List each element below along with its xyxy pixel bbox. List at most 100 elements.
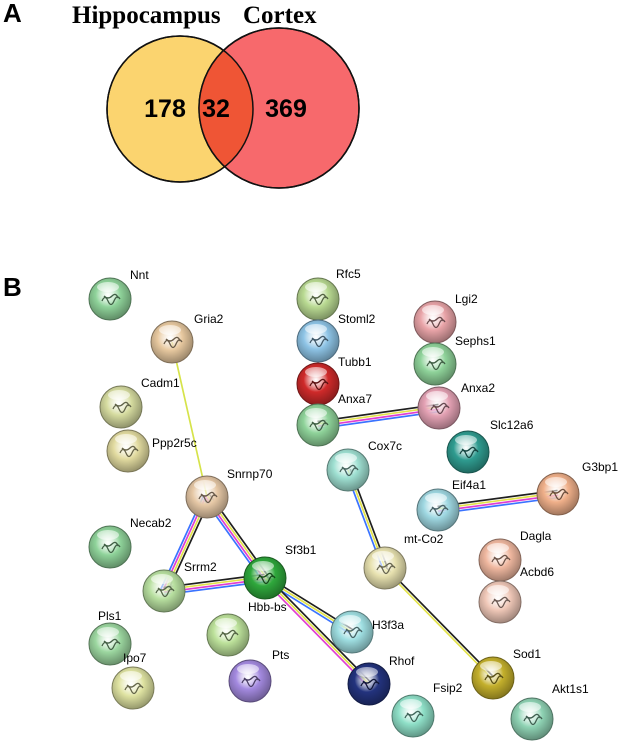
protein-structure-icon: [219, 629, 239, 642]
node-highlight: [335, 453, 357, 463]
node-label: Akt1s1: [552, 682, 589, 696]
protein-structure-icon: [426, 316, 446, 329]
node-label: Pls1: [98, 609, 122, 623]
protein-structure-icon: [429, 504, 449, 517]
node-label: Dagla: [520, 529, 552, 543]
protein-structure-icon: [426, 358, 446, 371]
protein-structure-icon: [155, 585, 175, 598]
node-eif4a1[interactable]: Eif4a1: [416, 478, 486, 532]
node-pls1[interactable]: Pls1: [88, 609, 132, 666]
node-srrm2[interactable]: Srrm2: [142, 560, 217, 613]
panel-b-label: B: [3, 272, 22, 302]
protein-structure-icon: [549, 488, 569, 501]
node-g3bp1[interactable]: G3bp1: [536, 460, 618, 516]
node-highlight: [215, 618, 237, 628]
node-sephs1[interactable]: Sephs1: [413, 334, 496, 386]
protein-structure-icon: [404, 710, 424, 723]
node-gria2[interactable]: Gria2: [150, 312, 224, 364]
venn-set-label-hippocampus: Hippocampus: [72, 2, 221, 29]
node-lgi2[interactable]: Lgi2: [413, 292, 478, 344]
protein-structure-icon: [339, 464, 359, 477]
venn-circle-hippocampus-outline: [106, 35, 254, 183]
node-highlight: [305, 324, 327, 334]
protein-structure-icon: [256, 572, 276, 585]
node-anxa2[interactable]: Anxa2: [417, 381, 495, 430]
node-highlight: [425, 493, 447, 503]
protein-structure-icon: [101, 541, 121, 554]
node-sf3b1[interactable]: Sf3b1: [243, 543, 317, 600]
node-label: H3f3a: [372, 618, 404, 632]
protein-structure-icon: [101, 638, 121, 651]
edge-strand: [383, 568, 493, 680]
node-acbd6[interactable]: Acbd6: [478, 565, 554, 624]
node-cadm1[interactable]: Cadm1: [99, 376, 180, 429]
venn-diagram: 178 32 369: [106, 27, 360, 189]
node-label: Pts: [272, 648, 289, 662]
protein-structure-icon: [484, 672, 504, 685]
node-label: mt-Co2: [404, 532, 444, 546]
node-highlight: [108, 390, 130, 400]
protein-structure-icon: [124, 682, 144, 695]
node-sod1[interactable]: Sod1: [471, 647, 541, 700]
node-rhof[interactable]: Rhof: [347, 654, 415, 706]
node-highlight: [339, 615, 361, 625]
node-highlight: [159, 325, 181, 335]
node-hbb-bs[interactable]: Hbb-bs: [206, 600, 287, 657]
node-label: Rfc5: [336, 267, 361, 281]
protein-structure-icon: [309, 378, 329, 391]
node-rfc5[interactable]: Rfc5: [296, 267, 361, 321]
node-tubb1[interactable]: Tubb1: [296, 355, 372, 406]
edge-strand: [385, 566, 495, 678]
node-label: Necab2: [130, 516, 172, 530]
node-highlight: [305, 408, 327, 418]
node-highlight: [97, 627, 119, 637]
protein-structure-icon: [112, 401, 132, 414]
edge-gria2-snrnp70: [171, 341, 208, 498]
node-label: Hbb-bs: [248, 600, 287, 614]
node-nnt[interactable]: Nnt: [88, 268, 149, 321]
node-label: Gria2: [194, 312, 224, 326]
node-pts[interactable]: Pts: [228, 648, 289, 703]
node-ppp2r5c[interactable]: Ppp2r5c: [106, 429, 197, 473]
node-highlight: [480, 661, 502, 671]
node-necab2[interactable]: Necab2: [88, 516, 172, 569]
edge-sf3b1-rhof: [262, 575, 372, 687]
node-ipo7[interactable]: Ipo7: [111, 651, 155, 710]
node-mt-co2[interactable]: mt-Co2: [363, 532, 444, 590]
venn-set-label-cortex: Cortex: [243, 2, 317, 29]
node-highlight: [305, 282, 327, 292]
node-label: Ppp2r5c: [152, 436, 197, 450]
edge-strand: [264, 577, 370, 685]
node-highlight: [356, 667, 378, 677]
node-highlight: [519, 702, 541, 712]
node-highlight: [97, 282, 119, 292]
node-label: Anxa7: [338, 392, 372, 406]
node-label: G3bp1: [582, 460, 618, 474]
protein-structure-icon: [309, 335, 329, 348]
node-highlight: [455, 435, 477, 445]
node-h3f3a[interactable]: H3f3a: [330, 610, 404, 654]
node-fsip2[interactable]: Fsip2: [391, 681, 463, 738]
protein-structure-icon: [241, 675, 261, 688]
node-highlight: [422, 305, 444, 315]
node-highlight: [97, 530, 119, 540]
venn-count-overlap: 32: [202, 95, 230, 123]
node-label: Acbd6: [520, 565, 554, 579]
edge-strand: [266, 575, 372, 683]
node-slc12a6[interactable]: Slc12a6: [446, 418, 534, 474]
node-label: Sod1: [513, 647, 541, 661]
node-akt1s1[interactable]: Akt1s1: [510, 682, 589, 741]
node-label: Anxa2: [461, 381, 495, 395]
node-dagla[interactable]: Dagla: [478, 529, 552, 582]
node-label: Sf3b1: [285, 543, 317, 557]
node-cox7c[interactable]: Cox7c: [326, 439, 402, 492]
node-anxa7[interactable]: Anxa7: [296, 392, 372, 447]
protein-structure-icon: [491, 596, 511, 609]
node-stoml2[interactable]: Stoml2: [296, 312, 376, 363]
protein-structure-icon: [360, 678, 380, 691]
node-highlight: [372, 551, 394, 561]
protein-structure-icon: [163, 336, 183, 349]
node-highlight: [252, 561, 274, 571]
node-snrnp70[interactable]: Snrnp70: [185, 467, 273, 519]
